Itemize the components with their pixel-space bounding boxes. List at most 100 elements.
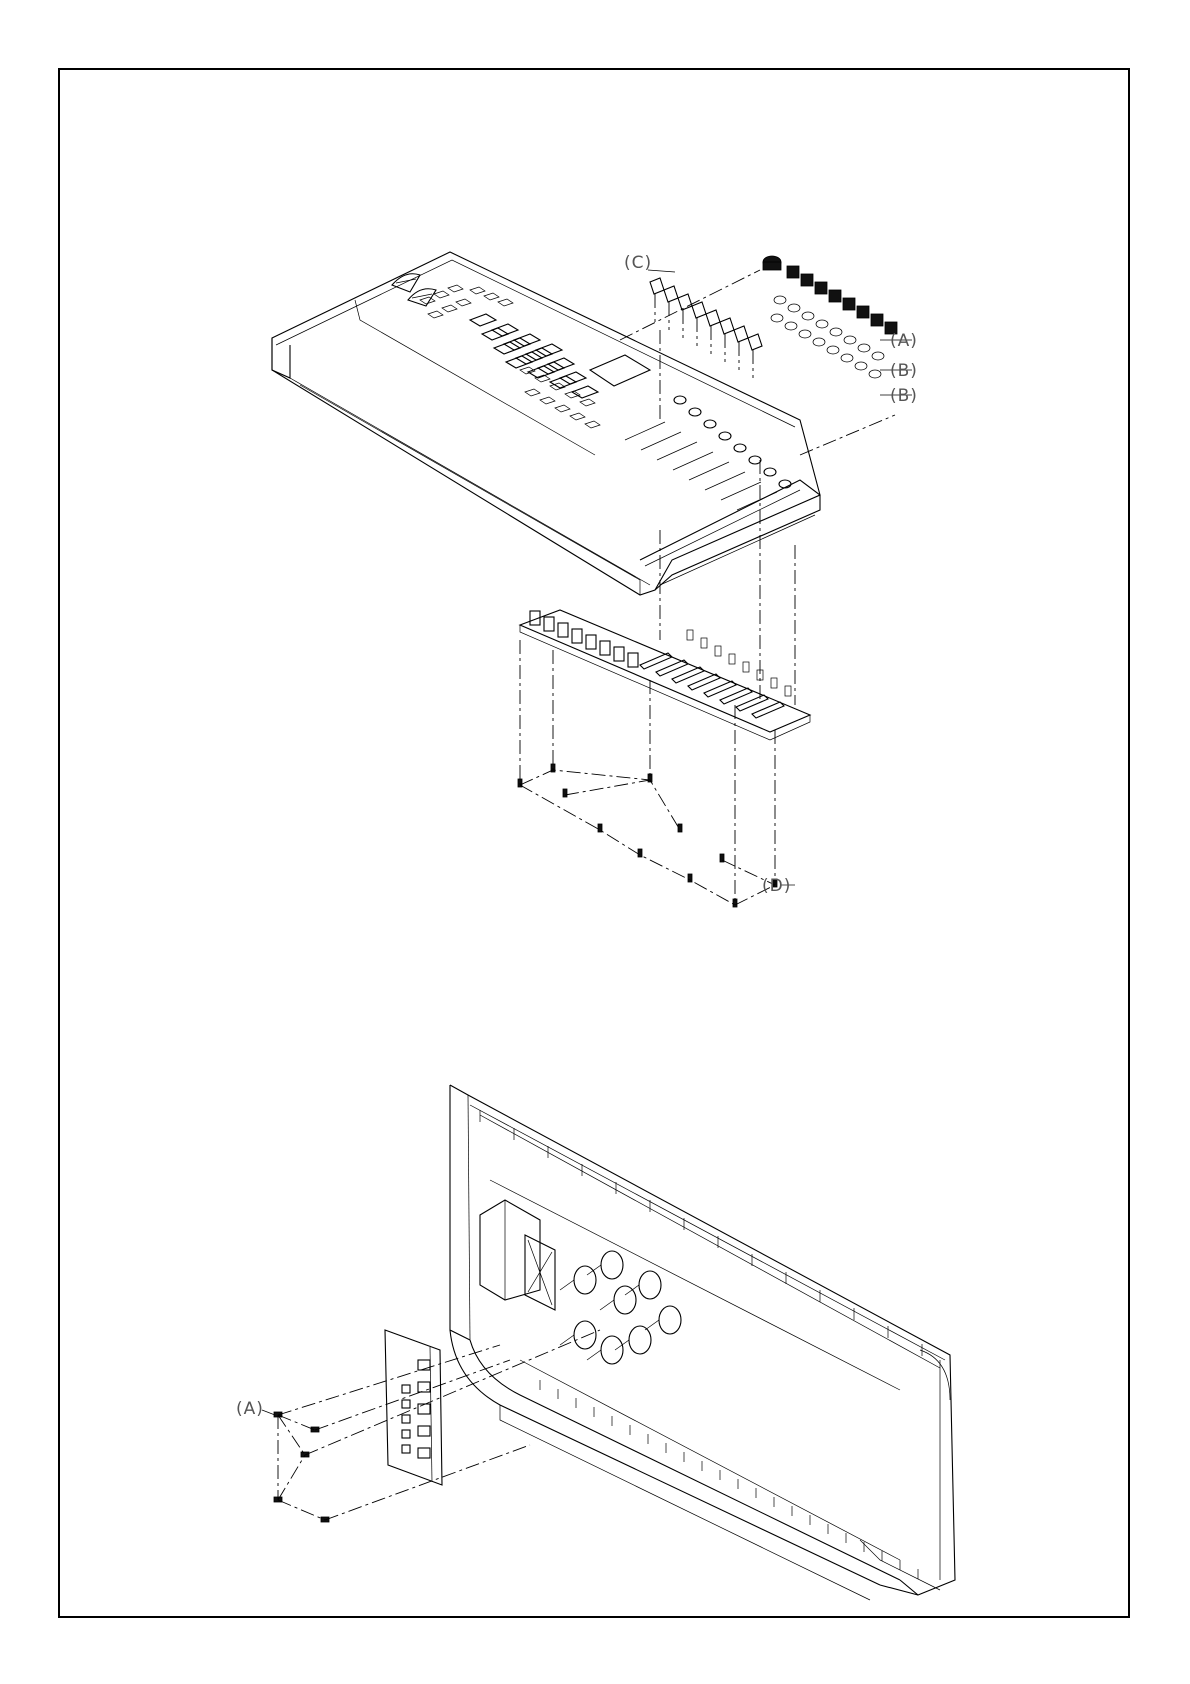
pcb-encoder [785, 686, 791, 696]
screw [321, 1517, 329, 1522]
washer [774, 296, 786, 304]
fader-cap [664, 286, 678, 302]
washer [802, 312, 814, 320]
drum-pad [516, 352, 542, 364]
jack-cylinder [574, 1321, 596, 1349]
drum-pad [492, 324, 518, 336]
upper-leader-lines [620, 270, 912, 705]
pcb-switch [586, 635, 596, 649]
nut [869, 370, 881, 378]
encoder-knob [871, 314, 883, 326]
panel-button [484, 293, 499, 300]
panel-button [448, 285, 463, 292]
fader-slot [689, 462, 729, 480]
encoder-holes [674, 396, 791, 488]
nut [841, 354, 853, 362]
encoder-hole [749, 456, 761, 464]
pcb-fader [688, 674, 720, 690]
drum-pad [506, 356, 532, 368]
encoder-knobs [787, 266, 897, 334]
panel-button [456, 299, 471, 306]
drum-pad [494, 342, 520, 354]
drum-pad [536, 344, 562, 356]
pcb-switch [614, 647, 624, 661]
callout-b-upper-1: (B) [890, 361, 918, 381]
pcb-encoder [687, 630, 693, 640]
encoder-hole [734, 444, 746, 452]
washer [830, 328, 842, 336]
screw [688, 874, 692, 882]
panel-button [470, 287, 485, 294]
top-panel-housing [272, 252, 820, 595]
drum-pad [514, 334, 540, 346]
panel-button [570, 413, 585, 420]
fader-cap [748, 334, 762, 350]
washer [858, 344, 870, 352]
bottom-housing [450, 1085, 955, 1600]
encoder-knob [787, 266, 799, 278]
fader-slot [705, 472, 745, 490]
cyl-edge [560, 1280, 574, 1290]
side-jack [418, 1404, 430, 1414]
fader-cap [692, 302, 706, 318]
washer [788, 304, 800, 312]
panel-button [585, 421, 600, 428]
fader-cap [720, 318, 734, 334]
encoder-knob [801, 274, 813, 286]
jack-cylinder [659, 1306, 681, 1334]
main-pcb [520, 610, 810, 740]
nut [855, 362, 867, 370]
jack-cylinder [601, 1251, 623, 1279]
fader-slot [641, 432, 681, 450]
fader-slots [625, 422, 777, 510]
pcb-components [530, 611, 791, 718]
washer [816, 320, 828, 328]
jack-cylinder [629, 1326, 651, 1354]
side-component [402, 1445, 410, 1453]
cyl-edge [615, 1340, 629, 1350]
pcb-encoder [729, 654, 735, 664]
panel-button [434, 291, 449, 298]
pcb-encoder [701, 638, 707, 648]
side-pcb-screws [274, 1412, 329, 1522]
callout-d: (D) [762, 876, 791, 896]
side-component [402, 1385, 410, 1393]
encoder-knob [815, 282, 827, 294]
side-component [402, 1400, 410, 1408]
side-jack [418, 1382, 430, 1392]
jack-cylinder [601, 1336, 623, 1364]
side-component [402, 1415, 410, 1423]
cyl-edge [587, 1350, 601, 1360]
jack-cylinder [614, 1286, 636, 1314]
fader-slot [625, 422, 665, 440]
fader-slot [721, 482, 761, 500]
wheel-assembly [480, 1200, 555, 1310]
cyl-edge [645, 1320, 659, 1330]
jack-cylinders [560, 1251, 681, 1364]
fader-cap [678, 294, 692, 310]
nut [813, 338, 825, 346]
fader-caps [650, 278, 762, 378]
data-knob [763, 256, 781, 270]
panel-button [498, 299, 513, 306]
screw [311, 1427, 319, 1432]
drum-pad [548, 358, 574, 370]
encoder-knob [857, 306, 869, 318]
lcd-display [590, 355, 650, 386]
washer [872, 352, 884, 360]
fader-cap [706, 310, 720, 326]
drum-pad-grid [470, 314, 598, 398]
side-jack [418, 1448, 430, 1458]
fader-slot [673, 452, 713, 470]
pcb-fader [736, 695, 768, 711]
pcb-switch [558, 623, 568, 637]
pcb-switch [600, 641, 610, 655]
fader-slot [737, 492, 777, 510]
pcb-screws [518, 764, 777, 907]
encoder-hole [719, 432, 731, 440]
fader-cap [650, 278, 664, 294]
pcb-fader [720, 688, 752, 704]
panel-button [580, 399, 595, 406]
nut [771, 314, 783, 322]
